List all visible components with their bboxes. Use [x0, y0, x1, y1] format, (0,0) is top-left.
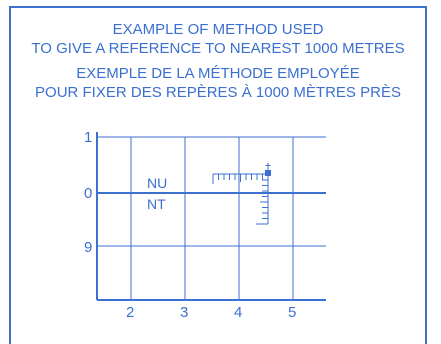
title-en-line2: TO GIVE A REFERENCE TO NEAREST 1000 METR… [31, 40, 405, 57]
diagram-frame [9, 6, 427, 344]
reference-point-marker [265, 170, 271, 176]
zone-label-nt: NT [147, 196, 166, 212]
easting-label-2: 2 [126, 304, 134, 321]
northing-label-1: 1 [84, 129, 92, 146]
easting-label-5: 5 [288, 304, 296, 321]
northing-label-0: 0 [84, 185, 92, 202]
title-block: EXAMPLE OF METHOD USED TO GIVE A REFEREN… [9, 20, 427, 102]
title-en-line1: EXAMPLE OF METHOD USED [112, 21, 324, 38]
zone-label-nu: NU [147, 175, 167, 191]
easting-label-4: 4 [234, 304, 242, 321]
title-fr-line1: EXEMPLE DE LA MÉTHODE EMPLOYÉE [76, 65, 360, 82]
title-fr-line2: POUR FIXER DES REPÈRES À 1000 MÈTRES PRÈ… [35, 84, 401, 101]
northing-label-9: 9 [84, 239, 92, 256]
easting-label-3: 3 [180, 304, 188, 321]
subdivision-scale [212, 163, 271, 225]
